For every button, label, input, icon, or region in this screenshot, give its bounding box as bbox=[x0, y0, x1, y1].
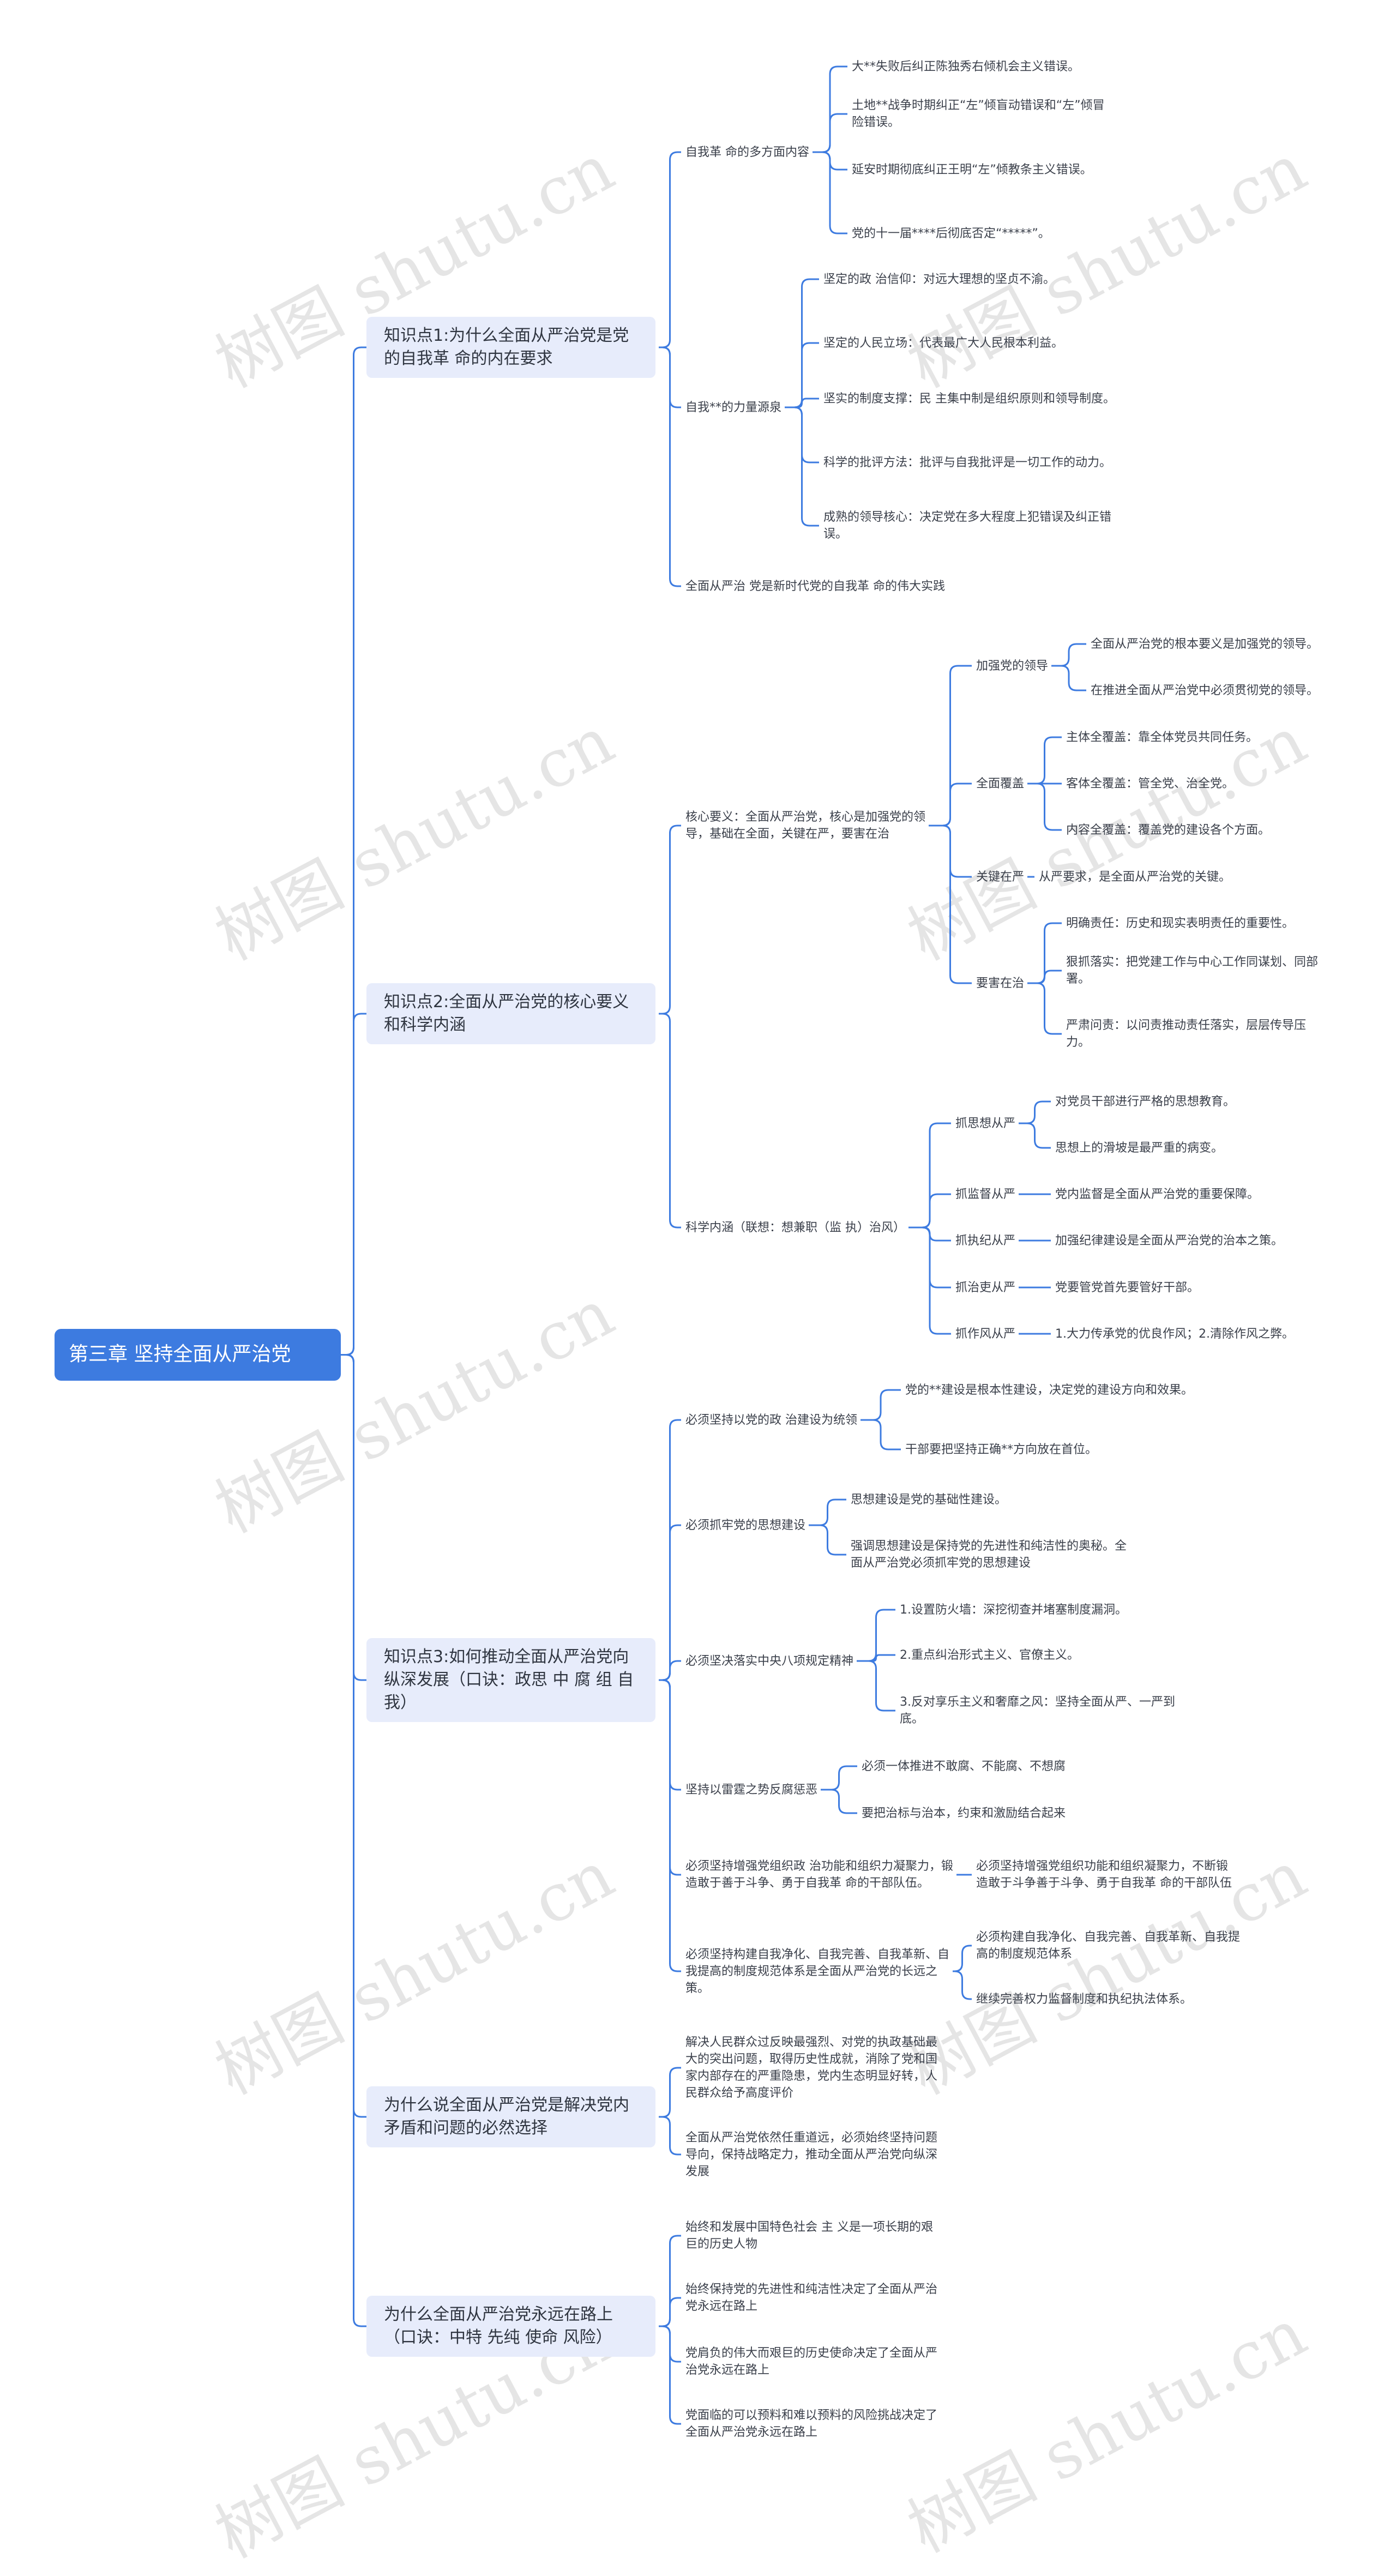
subtopic[interactable]: 抓思想从严 bbox=[955, 1116, 1016, 1130]
leaf-topic[interactable]: 必须坚持增强党组织功能和组织凝聚力，不断锻造敢于斗争善于斗争、勇于自我革 命的干… bbox=[976, 1859, 1232, 1890]
subtopic[interactable]: 自我**的力量源泉 bbox=[685, 400, 782, 414]
connector-line bbox=[659, 2325, 681, 2425]
connector-line bbox=[1027, 783, 1062, 831]
connector-line bbox=[659, 2067, 681, 2118]
connector-line bbox=[659, 1013, 681, 1229]
leaf-topic[interactable]: 要把治标与治本，约束和激励结合起来 bbox=[862, 1806, 1066, 1820]
connector-line bbox=[1051, 665, 1086, 691]
leaf-topic[interactable]: 党的**建设是根本性建设，决定党的建设方向和效果。 bbox=[905, 1383, 1194, 1397]
leaf-topic[interactable]: 全面从严治党依然任重道远，必须始终坚持问题导向，保持战略定力，推动全面从严治党向… bbox=[685, 2130, 938, 2178]
leaf-topic[interactable]: 2.重点纠治形式主义、官僚主义。 bbox=[900, 1648, 1079, 1662]
connector-line bbox=[821, 1789, 857, 1814]
connector-line bbox=[857, 1660, 895, 1712]
leaf-topic[interactable]: 继续完善权力监督制度和执纪执法体系。 bbox=[976, 1992, 1193, 2006]
connector-line bbox=[659, 2297, 681, 2327]
leaf-topic[interactable]: 内容全覆盖：覆盖党的建设各个方面。 bbox=[1066, 823, 1271, 837]
connector-line bbox=[659, 346, 681, 587]
subtopic[interactable]: 必须坚持以党的政 治建设为统领 bbox=[685, 1413, 857, 1427]
connector-line bbox=[1027, 982, 1062, 1035]
leaf-topic[interactable]: 从严要求，是全面从严治党的关键。 bbox=[1039, 870, 1231, 884]
subtopic[interactable]: 抓治吏从严 bbox=[955, 1280, 1016, 1295]
subtopic[interactable]: 抓监督从严 bbox=[955, 1187, 1016, 1201]
connector-line bbox=[908, 1226, 951, 1335]
subtopic[interactable]: 加强党的领导 bbox=[976, 659, 1049, 673]
subtopic[interactable]: 必须坚持增强党组织政 治功能和组织力凝聚力，锻造敢于善于斗争、勇于自我革 命的干… bbox=[685, 1859, 953, 1890]
subtopic[interactable]: 坚持以雷霆之势反腐惩恶 bbox=[685, 1783, 818, 1797]
branch-topic[interactable]: 为什么全面从严治党永远在路上（口诀：中特 先纯 使命 风险） bbox=[366, 2296, 655, 2357]
leaf-topic[interactable]: 客体全覆盖：管全党、治全党。 bbox=[1066, 777, 1235, 791]
leaf-topic[interactable]: 强调思想建设是保持党的先进性和纯洁性的奥秘。全面从严治党必须抓牢党的思想建设 bbox=[851, 1539, 1127, 1570]
connector-line bbox=[953, 1970, 972, 2000]
connector-lines bbox=[341, 65, 1086, 2425]
leaf-topic[interactable]: 坚实的制度支撑：民 主集中制是组织原则和领导制度。 bbox=[823, 392, 1115, 406]
subtopic[interactable]: 必须抓牢党的思想建设 bbox=[685, 1518, 806, 1532]
leaf-topic[interactable]: 始终和发展中国特色社会 主 义是一项长期的艰巨的历史人物 bbox=[685, 2220, 933, 2251]
subtopic[interactable]: 科学内涵（联想：想兼职（监 执）治风） bbox=[685, 1220, 905, 1235]
leaf-topic[interactable]: 解决人民群众过反映最强烈、对党的执政基础最大的突出问题，取得历史性成就，消除了党… bbox=[685, 2036, 938, 2100]
subtopic[interactable]: 抓执纪从严 bbox=[955, 1233, 1016, 1248]
subtopic[interactable]: 全面覆盖 bbox=[976, 777, 1025, 791]
branch-topic[interactable]: 知识点2:全面从严治党的核心要义和科学内涵 bbox=[366, 983, 655, 1044]
leaf-topic[interactable]: 对党员干部进行严格的思想教育。 bbox=[1055, 1094, 1236, 1109]
branch-topic[interactable]: 知识点1:为什么全面从严治党是党的自我革 命的内在要求 bbox=[366, 317, 655, 378]
leaf-topic[interactable]: 科学的批评方法：批评与自我批评是一切工作的动力。 bbox=[823, 455, 1112, 470]
leaf-topic[interactable]: 坚定的人民立场：代表最广大人民根本利益。 bbox=[823, 336, 1064, 350]
subtopic[interactable]: 自我革 命的多方面内容 bbox=[685, 145, 809, 159]
leaf-topic[interactable]: 主体全覆盖：靠全体党员共同任务。 bbox=[1066, 730, 1259, 744]
leaf-topic[interactable]: 土地**战争时期纠正“左”倾盲动错误和“左”倾冒险错误。 bbox=[852, 99, 1105, 129]
connector-line bbox=[659, 824, 681, 1015]
subtopic[interactable]: 要害在治 bbox=[976, 976, 1025, 990]
leaf-topic[interactable]: 加强纪律建设是全面从严治党的治本之策。 bbox=[1055, 1233, 1284, 1248]
branch-topic[interactable]: 为什么说全面从严治党是解决党内矛盾和问题的必然选择 bbox=[366, 2086, 655, 2147]
leaf-topic[interactable]: 党要管党首先要管好干部。 bbox=[1055, 1280, 1200, 1295]
leaf-topic[interactable]: 3.反对享乐主义和奢靡之风：坚持全面从严、一严到底。 bbox=[900, 1695, 1175, 1726]
leaf-topic[interactable]: 全面从严治 党是新时代党的自我革 命的伟大实践 bbox=[685, 579, 945, 593]
leaf-topic[interactable]: 始终保持党的先进性和纯洁性决定了全面从严治党永远在路上 bbox=[685, 2283, 938, 2313]
connector-line bbox=[861, 1419, 901, 1450]
connector-line bbox=[659, 1679, 681, 1972]
root-topic[interactable]: 第三章 坚持全面从严治党 bbox=[55, 1329, 341, 1381]
leaf-topic[interactable]: 思想建设是党的基础性建设。 bbox=[851, 1492, 1007, 1507]
leaf-topic[interactable]: 思想上的滑坡是最严重的病变。 bbox=[1055, 1141, 1224, 1155]
subtopic[interactable]: 核心要义：全面从严治党，核心是加强党的领导，基础在全面，关键在严，要害在治 bbox=[685, 810, 926, 841]
connector-line bbox=[659, 151, 681, 348]
leaf-topic[interactable]: 全面从严治党的根本要义是加强党的领导。 bbox=[1091, 637, 1319, 651]
leaf-topic[interactable]: 狠抓落实：把党建工作与中心工作同谋划、同部署。 bbox=[1066, 955, 1319, 986]
leaf-topic[interactable]: 1.设置防火墙：深挖彻查并堵塞制度漏洞。 bbox=[900, 1603, 1127, 1617]
connector-line bbox=[785, 406, 819, 527]
leaf-topic[interactable]: 大**失败后纠正陈独秀右倾机会主义错误。 bbox=[852, 59, 1080, 74]
connector-line bbox=[1019, 1122, 1051, 1149]
subtopic[interactable]: 关键在严 bbox=[976, 870, 1025, 884]
subtopic[interactable]: 必须坚决落实中央八项规定精神 bbox=[685, 1654, 854, 1668]
leaf-topic[interactable]: 严肃问责：以问责推动责任落实，层层传导压力。 bbox=[1066, 1019, 1307, 1049]
leaf-topic[interactable]: 党的十一届****后彻底否定“*****”。 bbox=[852, 226, 1050, 240]
connector-line bbox=[341, 1354, 366, 2327]
leaf-topic[interactable]: 党内监督是全面从严治党的重要保障。 bbox=[1055, 1187, 1260, 1201]
connector-line bbox=[813, 151, 847, 234]
leaf-topic[interactable]: 1.大力传承党的优良作风；2.清除作风之弊。 bbox=[1055, 1327, 1294, 1341]
subtopic[interactable]: 抓作风从严 bbox=[955, 1327, 1016, 1341]
connector-line bbox=[857, 1654, 895, 1662]
leaf-topic[interactable]: 党面临的可以预料和难以预料的风险挑战决定了全面从严治党永远在路上 bbox=[685, 2409, 938, 2439]
leaf-topic[interactable]: 延安时期彻底纠正王明“左”倾教条主义错误。 bbox=[852, 162, 1092, 177]
leaf-topic[interactable]: 成熟的领导核心：决定党在多大程度上犯错误及纠正错误。 bbox=[823, 510, 1112, 541]
leaf-topic[interactable]: 在推进全面从严治党中必须贯彻党的领导。 bbox=[1091, 683, 1319, 697]
subtopic[interactable]: 必须坚持构建自我净化、自我完善、自我革新、自我提高的制度规范体系是全面从严治党的… bbox=[685, 1947, 950, 1995]
leaf-topic[interactable]: 坚定的政 治信仰：对远大理想的坚贞不渝。 bbox=[823, 272, 1055, 286]
leaf-topic[interactable]: 干部要把坚持正确**方向放在首位。 bbox=[905, 1442, 1098, 1456]
connector-line bbox=[341, 1013, 366, 1356]
leaf-topic[interactable]: 党肩负的伟大而艰巨的历史使命决定了全面从严治党永远在路上 bbox=[685, 2346, 938, 2377]
leaf-topic[interactable]: 明确责任：历史和现实表明责任的重要性。 bbox=[1066, 916, 1295, 930]
leaf-topic[interactable]: 必须构建自我净化、自我完善、自我革新、自我提高的制度规范体系 bbox=[976, 1930, 1241, 1961]
connector-line bbox=[659, 2116, 681, 2156]
leaf-topic[interactable]: 必须一体推进不敢腐、不能腐、不想腐 bbox=[862, 1759, 1066, 1773]
connector-line bbox=[659, 1524, 681, 1681]
connector-line bbox=[929, 824, 972, 984]
connector-line bbox=[785, 398, 819, 408]
connector-line bbox=[809, 1524, 846, 1556]
connector-line bbox=[785, 342, 819, 408]
branch-topic[interactable]: 知识点3:如何推动全面从严治党向纵深发展（口诀：政思 中 腐 组 自 我） bbox=[366, 1638, 655, 1722]
